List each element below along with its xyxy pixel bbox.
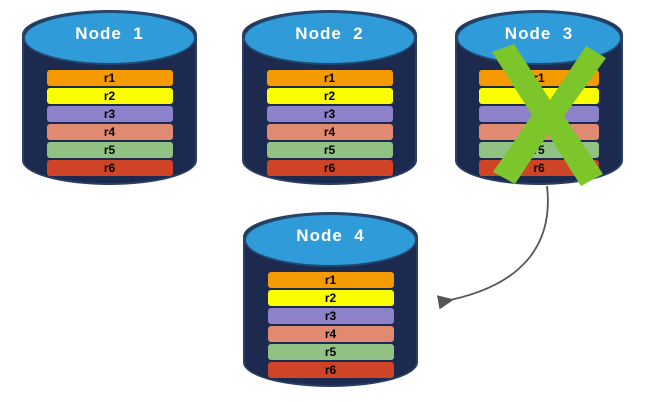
node-3-row-r1[interactable]: r1 xyxy=(478,70,600,86)
node-4[interactable]: Node 4 r1 r2 r3 r4 r5 r6 xyxy=(243,212,418,387)
node-2-row-r6[interactable]: r6 xyxy=(266,160,393,176)
node-1[interactable]: Node 1 r1 r2 r3 r4 r5 r6 xyxy=(22,10,197,185)
node-2-cylinder-top xyxy=(243,11,416,65)
node-4-title: Node 4 xyxy=(296,226,365,245)
node-3[interactable]: Node 3 r1 r2 r3 r4 r5 r6 xyxy=(455,10,623,185)
node-2-row-r3[interactable]: r3 xyxy=(266,106,393,122)
node-4-row-r2[interactable]: r2 xyxy=(267,290,394,306)
node-1-row-r6[interactable]: r6 xyxy=(46,160,173,176)
node-1-row-r3[interactable]: r3 xyxy=(46,106,173,122)
node-3-row-r3[interactable]: r3 xyxy=(478,106,600,122)
node-3-row-r2[interactable]: r2 xyxy=(478,88,600,104)
node-1-cylinder-top xyxy=(23,11,196,65)
node-4-row-r3[interactable]: r3 xyxy=(267,308,394,324)
node-4-row-r6[interactable]: r6 xyxy=(267,362,394,378)
node-4-row-r5[interactable]: r5 xyxy=(267,344,394,360)
node-3-row-r6[interactable]: r6 xyxy=(478,160,600,176)
node-2-title: Node 2 xyxy=(295,24,364,43)
node-4-row-r4[interactable]: r4 xyxy=(267,326,394,342)
node-3-rows: r1 r2 r3 r4 r5 r6 xyxy=(455,70,623,176)
node-4-row-r1[interactable]: r1 xyxy=(267,272,394,288)
node-2[interactable]: Node 2 r1 r2 r3 r4 r5 r6 xyxy=(242,10,417,185)
node-1-row-r5[interactable]: r5 xyxy=(46,142,173,158)
node-1-rows: r1 r2 r3 r4 r5 r6 xyxy=(22,70,197,176)
node-2-row-r5[interactable]: r5 xyxy=(266,142,393,158)
node-2-row-r2[interactable]: r2 xyxy=(266,88,393,104)
node-1-row-r4[interactable]: r4 xyxy=(46,124,173,140)
node-1-row-r2[interactable]: r2 xyxy=(46,88,173,104)
node-4-cylinder-top xyxy=(244,213,417,267)
node-2-rows: r1 r2 r3 r4 r5 r6 xyxy=(242,70,417,176)
node-2-row-r4[interactable]: r4 xyxy=(266,124,393,140)
node-3-title: Node 3 xyxy=(504,24,574,43)
node-3-row-r4[interactable]: r4 xyxy=(478,124,600,140)
node-2-row-r1[interactable]: r1 xyxy=(266,70,393,86)
node-3-row-r5[interactable]: r5 xyxy=(478,142,600,158)
node-1-row-r1[interactable]: r1 xyxy=(46,70,173,86)
node-4-rows: r1 r2 r3 r4 r5 r6 xyxy=(243,272,418,378)
node-1-title: Node 1 xyxy=(75,24,144,43)
